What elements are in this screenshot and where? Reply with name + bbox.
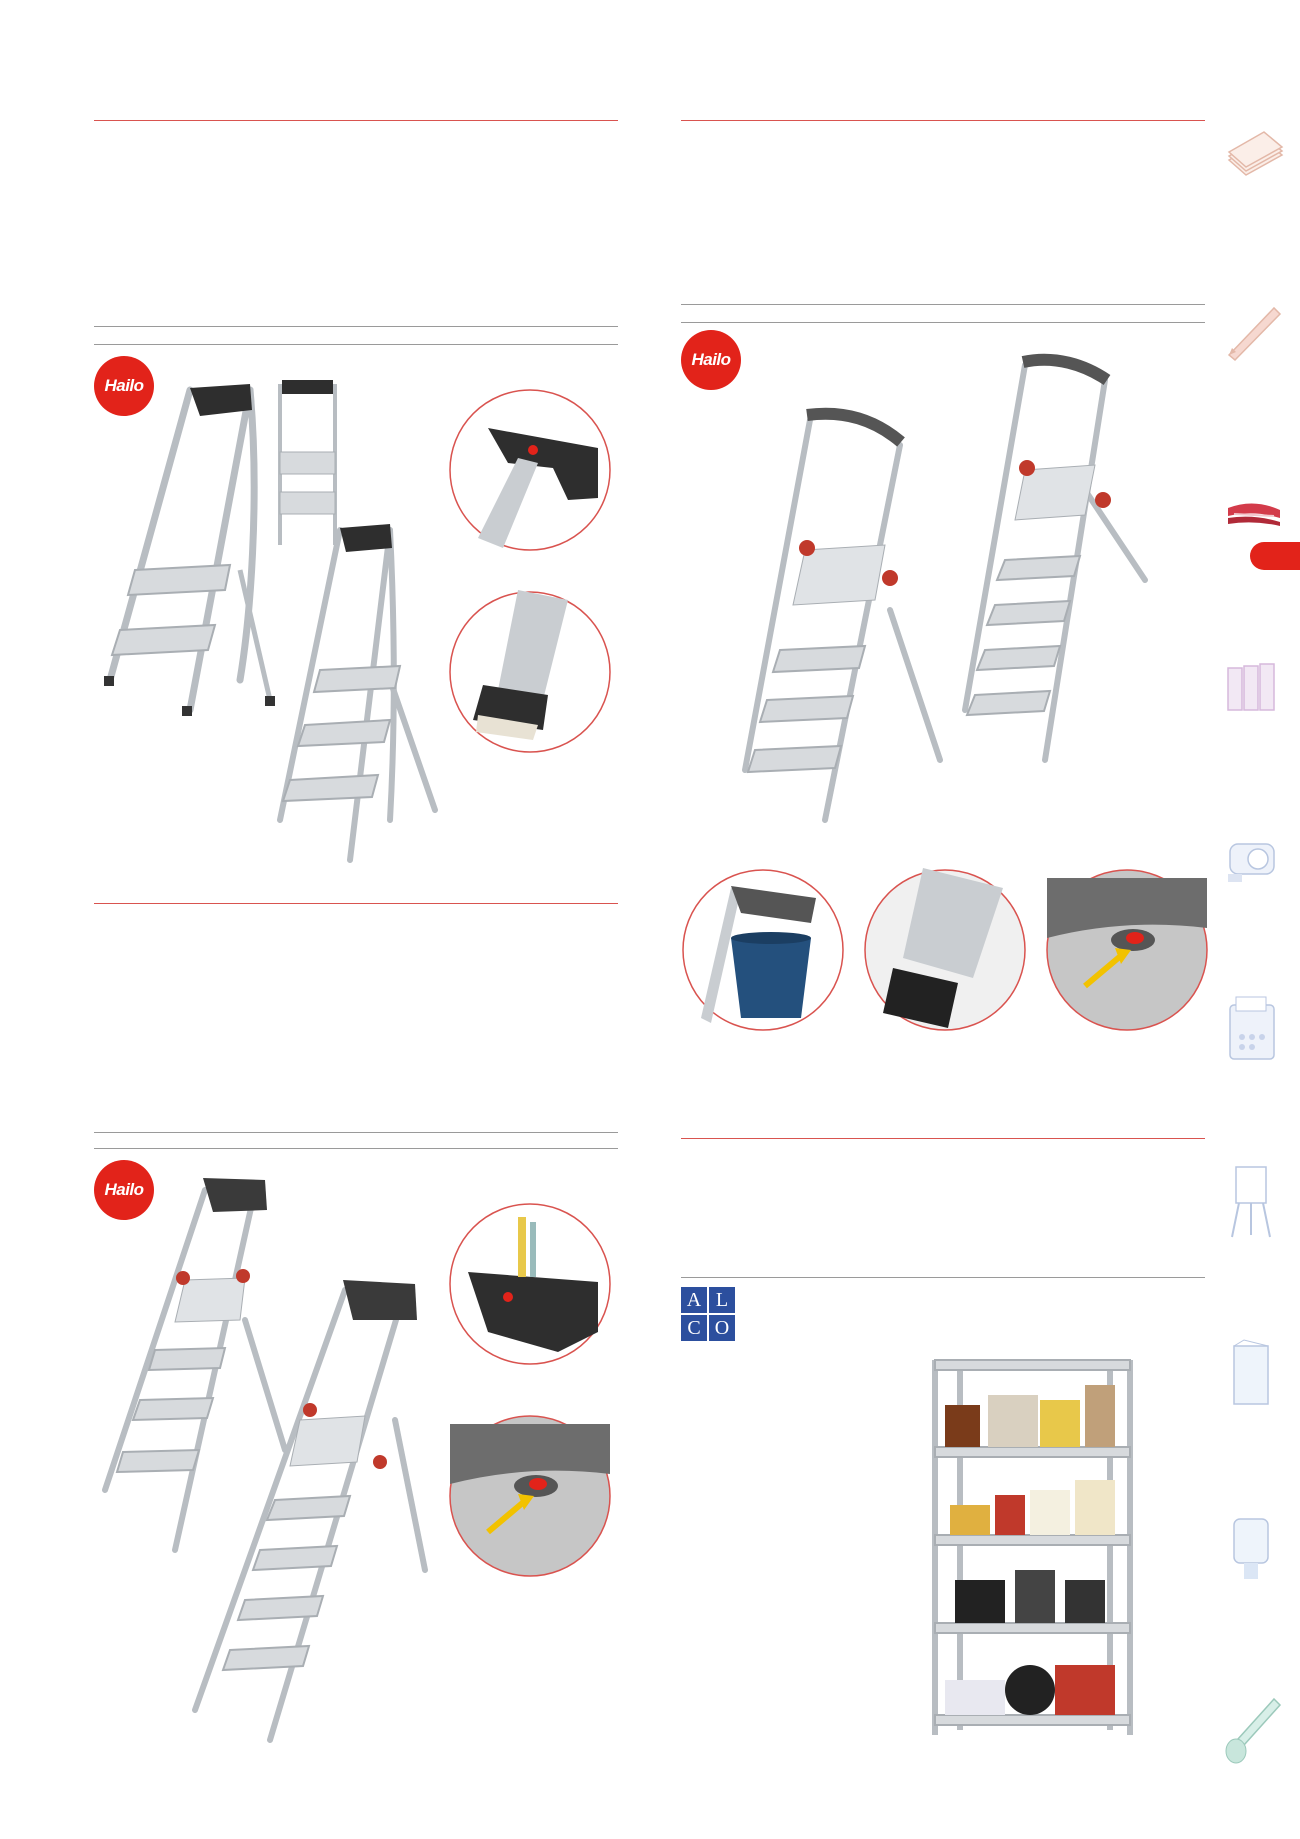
paper-stack-icon[interactable] xyxy=(1224,130,1284,180)
section-rule-grey-right-2 xyxy=(681,1277,1205,1278)
handle-detail-circle xyxy=(449,389,611,551)
step-ladder-product-image-2 xyxy=(742,353,1148,823)
section-rule-mid-left xyxy=(94,903,618,904)
calculator-icon[interactable] xyxy=(1224,995,1280,1063)
section-rule-grey-left-2a xyxy=(94,1132,618,1133)
section-rule-mid-right xyxy=(681,1138,1205,1139)
stapler-icon[interactable] xyxy=(1224,490,1284,530)
safety-lock-detail-circle-2 xyxy=(1046,869,1208,1031)
section-rule-grey-right-1a xyxy=(681,304,1205,305)
section-rule-grey-right-1b xyxy=(681,322,1205,323)
flipchart-icon[interactable] xyxy=(1224,1165,1280,1239)
hailo-logo-1: Hailo xyxy=(94,356,154,416)
section-rule-grey-left-1a xyxy=(94,326,618,327)
section-rule-top-left xyxy=(94,120,618,121)
pen-icon[interactable] xyxy=(1224,300,1284,362)
hailo-logo-3: Hailo xyxy=(94,1160,154,1220)
hailo-logo-2: Hailo xyxy=(681,330,741,390)
step-ladder-product-image-1 xyxy=(104,380,438,863)
tape-dispenser-icon[interactable] xyxy=(1224,830,1280,886)
alco-letter-o: O xyxy=(709,1315,735,1341)
section-rule-top-right xyxy=(681,120,1205,121)
tool-tray-detail-circle xyxy=(449,1203,611,1365)
brush-icon[interactable] xyxy=(1224,1695,1284,1765)
alco-letter-a: A xyxy=(681,1287,707,1313)
alco-logo: A L C O xyxy=(681,1287,735,1341)
section-rule-grey-left-1b xyxy=(94,344,618,345)
alco-letter-c: C xyxy=(681,1315,707,1341)
foot-detail-circle xyxy=(449,590,611,753)
safety-lock-detail-circle-1 xyxy=(449,1415,611,1577)
alco-letter-l: L xyxy=(709,1287,735,1313)
shelving-unit-product-image xyxy=(932,1359,1133,1735)
rubber-foot-detail-circle xyxy=(864,868,1026,1031)
step-ladder-product-image-3 xyxy=(102,1178,428,1743)
binder-folders-icon[interactable] xyxy=(1224,660,1280,716)
document-tray-icon[interactable] xyxy=(1224,1339,1280,1410)
paper-towel-dispenser-icon[interactable] xyxy=(1224,1515,1280,1585)
active-section-tab[interactable] xyxy=(1250,542,1300,570)
section-rule-grey-left-2b xyxy=(94,1148,618,1149)
bucket-hook-detail-circle xyxy=(682,869,844,1031)
